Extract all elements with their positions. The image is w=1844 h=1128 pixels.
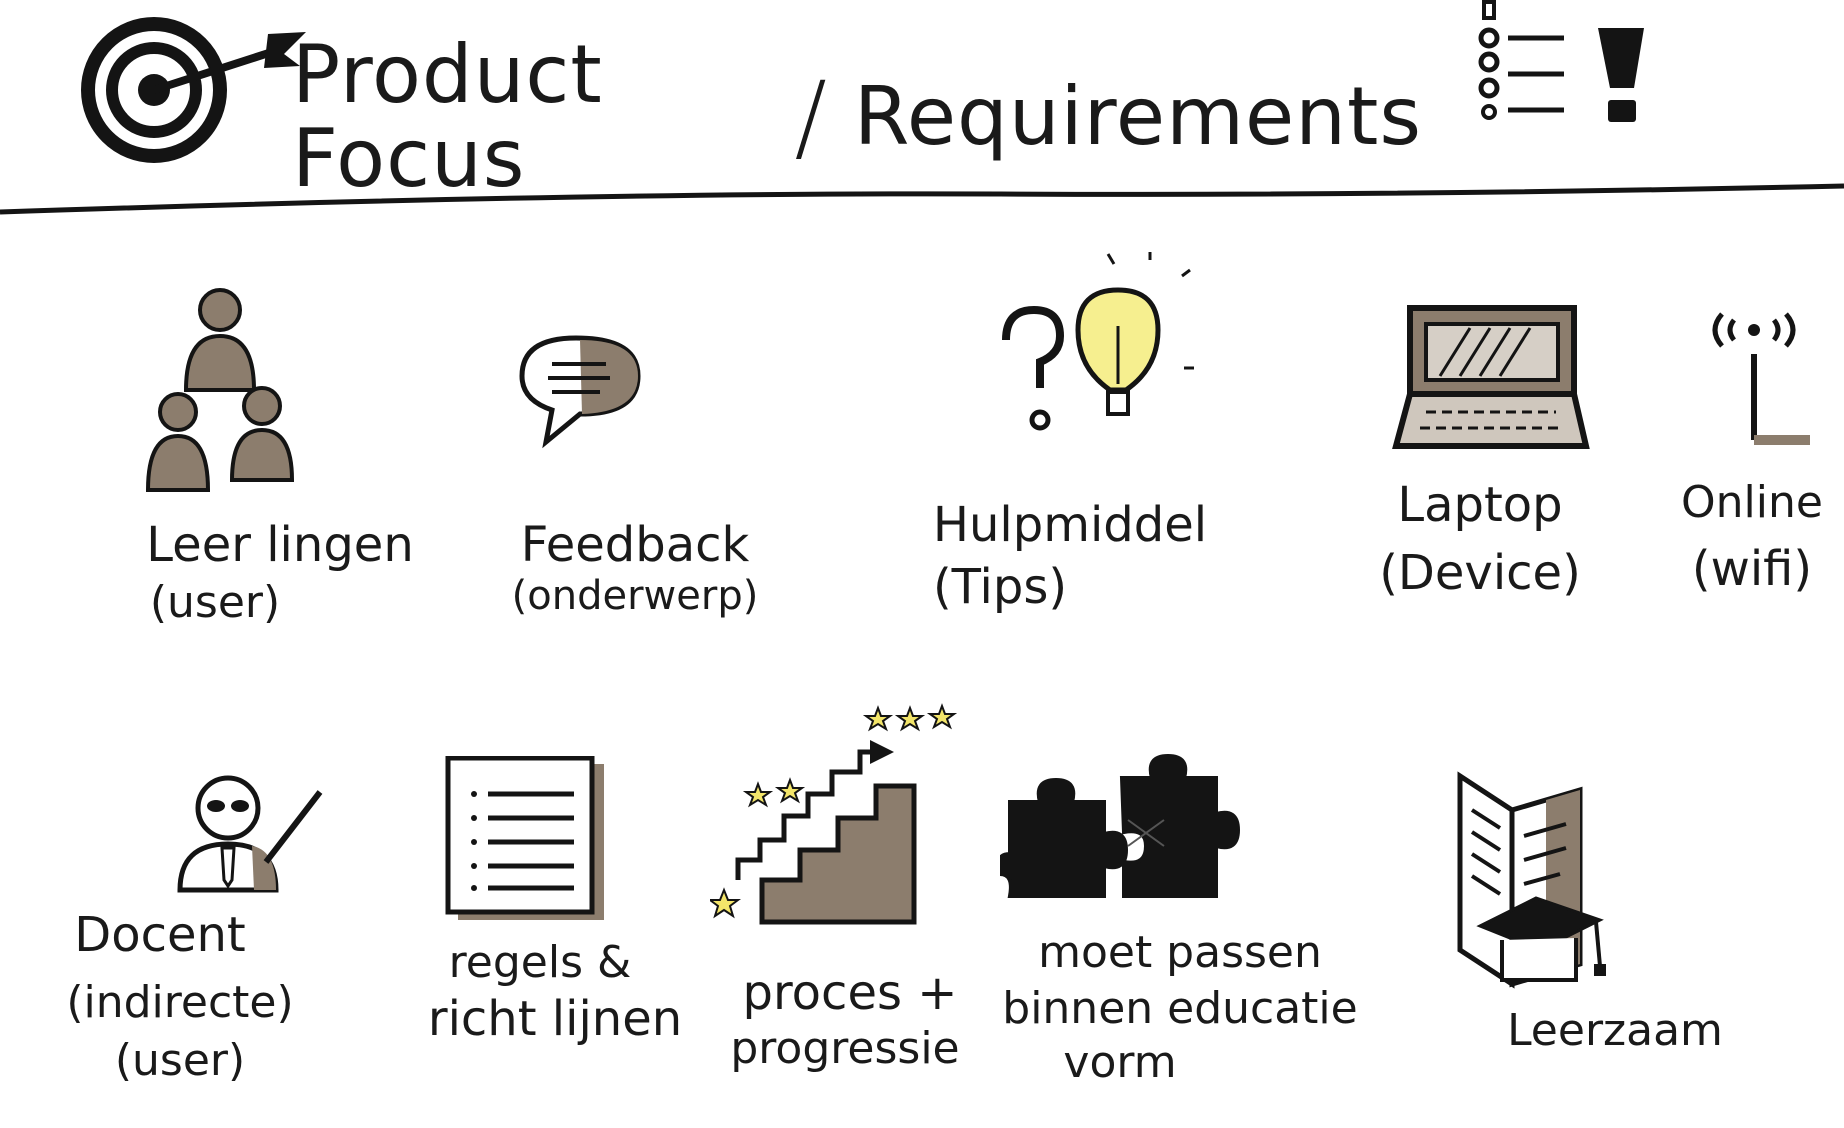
- item-laptop: Laptop (Device): [1360, 300, 1600, 650]
- header-divider: [0, 183, 1844, 215]
- item-sublabel-2: (user): [114, 1035, 246, 1086]
- item-label: moet passen: [1038, 927, 1322, 978]
- item-label: Laptop: [1397, 477, 1563, 533]
- speech-bubble-icon: [519, 335, 641, 449]
- item-docent: Docent (indirecte) (user): [50, 770, 370, 1128]
- item-sublabel: progressie: [730, 1023, 960, 1074]
- item-label: Online: [1681, 477, 1823, 528]
- item-sublabel: (Device): [1379, 545, 1581, 601]
- title-separator: /: [794, 60, 828, 173]
- page-title: Product Focus / Requirements: [292, 33, 1422, 201]
- book-graduation-cap-icon: [1457, 771, 1606, 989]
- item-regels: regels & richt lijnen: [410, 756, 700, 1056]
- item-label: Hulpmiddel: [932, 497, 1208, 553]
- checklist-exclamation-icon: [1478, 0, 1644, 122]
- item-label: Leer lingen: [146, 517, 414, 573]
- item-proces: proces + progressie: [710, 700, 980, 1100]
- list-document-icon: [445, 756, 604, 920]
- item-feedback: Feedback (onderwerp): [490, 330, 790, 650]
- item-sublabel: binnen educatie: [1002, 983, 1358, 1034]
- item-label: proces +: [742, 965, 958, 1021]
- item-sublabel: (indirecte): [66, 977, 294, 1028]
- item-leerzaam: Leerzaam: [1420, 770, 1750, 1060]
- item-hulpmiddel: Hulpmiddel (Tips): [900, 250, 1240, 650]
- item-label: Leerzaam: [1507, 1005, 1723, 1056]
- antenna-icon: [1712, 312, 1810, 445]
- laptop-icon: [1392, 305, 1590, 449]
- item-sublabel: (Tips): [932, 559, 1068, 615]
- item-label: Docent: [74, 907, 246, 963]
- item-leerlingen: Leer lingen (user): [110, 280, 450, 650]
- item-educatie: moet passen binnen educatie vorm: [1000, 750, 1360, 1120]
- question-lightbulb-icon: [1002, 252, 1194, 431]
- target-dart-icon: [81, 17, 306, 163]
- item-label: regels &: [448, 937, 632, 988]
- item-sublabel: (onderwerp): [511, 573, 759, 619]
- item-sublabel-2: vorm: [1063, 1037, 1177, 1088]
- item-sublabel: richt lijnen: [427, 991, 683, 1047]
- puzzle-icon: [1000, 753, 1240, 898]
- item-sublabel: (wifi): [1691, 541, 1813, 597]
- item-label: Feedback: [520, 517, 750, 573]
- title-left: Product Focus: [292, 28, 603, 205]
- users-icon: [145, 288, 295, 492]
- item-sublabel: (user): [149, 577, 281, 628]
- stairs-stars-icon: [710, 703, 958, 925]
- teacher-icon: [177, 775, 323, 893]
- item-online: Online (wifi): [1660, 300, 1844, 650]
- title-right: Requirements: [853, 70, 1422, 163]
